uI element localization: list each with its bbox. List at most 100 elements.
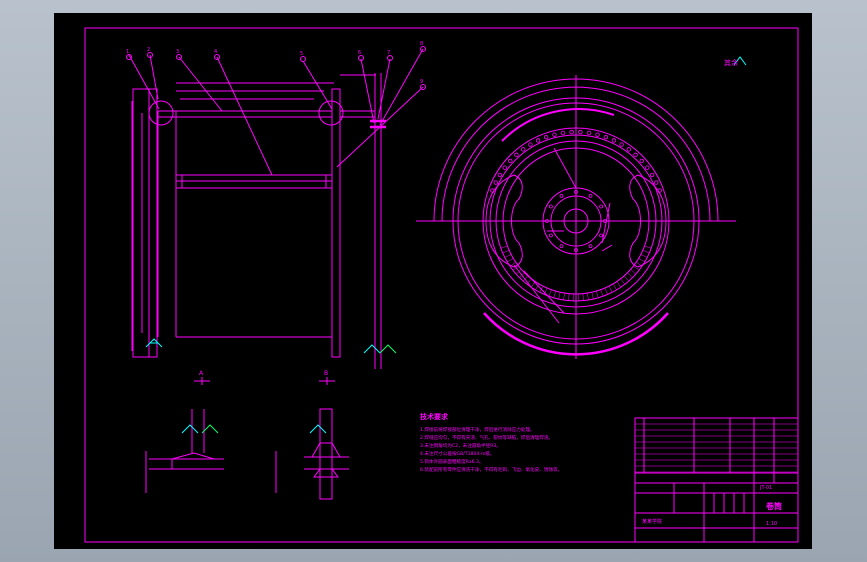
flange-tick [530,281,536,288]
flange-tick [553,291,556,298]
flange-tick [640,254,648,258]
title-block-company: 某某学院 [642,518,662,525]
flange-tick [612,283,617,291]
bolt-hole [619,142,624,147]
bolt-hole [490,188,495,193]
flange-tick [568,293,570,301]
drawing-frame [84,27,799,543]
front-section-view [126,46,426,369]
svg-text:9: 9 [420,79,423,85]
svg-text:6: 6 [358,50,361,56]
flange-tick [502,249,510,254]
bolt-hole [586,130,592,136]
bolt-hole [626,147,632,152]
bolt-hole [569,129,574,135]
flange-tick [500,245,508,249]
note-line-1: 1.焊接前将焊接部位清理干净，焊后进行消除应力处理。 [420,426,535,433]
hub-hole [559,244,564,249]
section-mark-b: B [324,370,328,377]
hub-hole [548,204,553,209]
bolt-hole [560,130,566,136]
bolt-hole [520,147,526,152]
flange-tick [644,245,652,249]
hub-hole [599,233,604,238]
bolt-hole [603,134,609,140]
flange-tick [630,269,637,275]
flange-tick [633,265,640,271]
bolt-hole [493,180,498,185]
flange-tick [636,261,643,267]
hub-hole [603,219,607,223]
flange-tick [616,281,622,288]
flange-tick [638,258,645,263]
bolt-hole [657,188,662,193]
hub-hole [574,248,578,252]
bolt-hole [508,158,513,164]
bolt-hole [497,172,503,178]
hub-hole [545,219,549,223]
svg-text:7: 7 [387,50,390,56]
hub-hole [599,204,604,209]
svg-text:2: 2 [147,47,150,53]
flange-tick [620,278,626,285]
flange-tick [587,293,589,301]
bolt-hole [611,138,617,143]
flange-tick [515,269,522,275]
flange-tick [544,287,548,295]
svg-text:3: 3 [176,49,179,55]
bolt-hole [528,142,533,147]
flange-tick [558,292,561,300]
svg-text:5: 5 [300,51,303,57]
bolt-hole [639,158,644,164]
flange-tick [608,285,613,293]
title-block-scale: 1:10 [766,521,777,527]
hub-hole [588,193,593,198]
bolt-hole [649,172,655,178]
bolt-hole [543,134,549,140]
flange-tick [563,293,565,301]
note-line-2: 2.焊缝应均匀，不得有夹渣、气孔、裂纹等缺陷，焊后清理焊渣。 [420,434,553,441]
flange-tick [623,275,629,282]
bolt-hole [633,152,638,158]
flange-tick [642,249,650,254]
flange-tick [523,275,529,282]
bolt-hole [535,138,541,143]
flange-tick [509,261,516,267]
roughness-label: 其余 [724,58,738,67]
flange-tick [548,289,552,297]
title-block [634,417,799,543]
note-line-3: 3.未注倒角均为C2，未注圆角半径R3。 [420,442,501,449]
flange-tick [627,272,633,278]
flange-tick [519,272,525,278]
title-block-drawing-no: JT-01 [759,485,772,491]
flange-tick [507,258,514,263]
notes-title: 技术要求 [420,412,449,421]
section-mark-a: A [199,370,204,377]
flange-tick [504,254,512,258]
hub-hole [559,193,564,198]
flange-tick [512,265,519,271]
bolt-hole [654,180,659,185]
side-end-view [416,75,736,359]
flange-tick [604,287,608,295]
title-block-title: 卷筒 [765,501,782,511]
note-line-4: 4.未注尺寸公差按GB/T1804-m级。 [420,450,495,457]
bolt-hole [578,129,583,135]
weld-symbols [145,56,747,434]
bolt-hole [502,165,507,170]
flange-tick [591,292,594,300]
note-line-6: 6.装配前所有零件应清洗干净，不得有毛刺、飞边、氧化皮、锈蚀等。 [420,466,562,473]
hub-hole [588,244,593,249]
hub-hole [574,190,578,194]
svg-text:4: 4 [214,49,217,55]
hub-hole [548,233,553,238]
generated-geometry [490,129,798,473]
flange-tick [526,278,532,285]
note-line-5: 5.筒体外圆表面粗糙度Ra6.3。 [420,458,484,465]
flange-tick [596,291,599,298]
flange-tick [582,293,584,301]
bolt-hole [595,132,600,137]
